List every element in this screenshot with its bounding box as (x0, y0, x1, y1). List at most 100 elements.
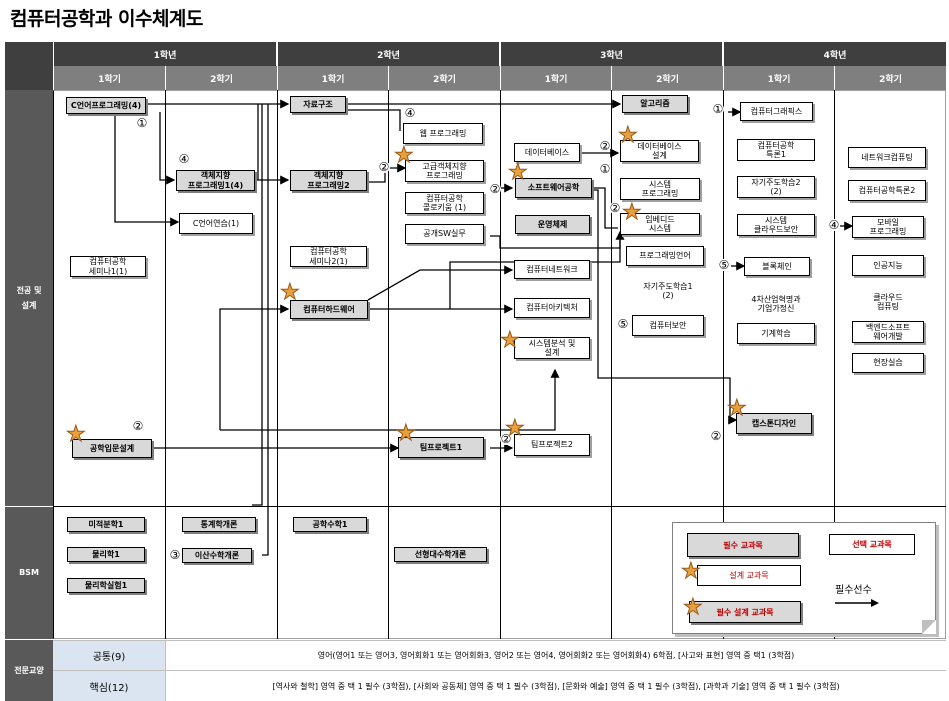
course-oop1[interactable]: 객체지향 프로그래밍1(4) (176, 170, 255, 191)
design-star-icon: ★ (505, 416, 526, 441)
design-star-icon: ★ (500, 328, 521, 353)
credit-marker: ② (500, 432, 512, 446)
grid-separator (53, 506, 946, 507)
course-database[interactable]: 데이터베이스 (514, 143, 580, 162)
design-star-icon: ★ (396, 421, 417, 446)
course-computer-network[interactable]: 컴퓨터네트워크 (514, 260, 590, 279)
bsm-discrete-math[interactable]: 이산수학개론 (182, 548, 252, 563)
course-open-sw[interactable]: 공개SW실무 (405, 224, 484, 244)
course-computer-graphics[interactable]: 컴퓨터그래픽스 (740, 102, 813, 121)
course-web-programming[interactable]: 웹 프로그래밍 (403, 123, 483, 144)
legend-required-design: 필수 설계 교과목 (689, 601, 801, 623)
bsm-linear-algebra[interactable]: 선형대수학개론 (394, 547, 487, 562)
row-label-bsm: BSM (5, 507, 53, 639)
course-machine-learning[interactable]: 기계학습 (737, 323, 815, 344)
design-star-icon: ★ (394, 143, 415, 168)
legend-required: 필수 교과목 (687, 533, 799, 557)
course-field-practice[interactable]: 현장실습 (852, 353, 924, 373)
legend-star-icon: ★ (683, 595, 704, 620)
course-ai[interactable]: 인공지능 (852, 255, 924, 276)
course-blockchain[interactable]: 블록체인 (744, 257, 810, 276)
grid-line (165, 90, 166, 639)
credit-marker: ③ (169, 548, 181, 562)
course-operating-systems[interactable]: 운영체제 (515, 215, 590, 234)
course-embedded-systems[interactable]: 임베디드 시스템 (620, 213, 700, 235)
course-capstone-design[interactable]: 캡스톤디자인 (736, 413, 812, 434)
course-system-analysis[interactable]: 시스템분석 및 설계 (514, 337, 590, 359)
credit-marker: ④ (404, 106, 416, 120)
course-algorithms[interactable]: 알고리즘 (622, 95, 688, 113)
credit-marker: ② (609, 201, 621, 215)
course-cs-colloquium[interactable]: 컴퓨터공학 콜로키움 (1) (405, 192, 484, 214)
course-advanced-oop[interactable]: 고급객체지향 프로그래밍 (405, 160, 484, 182)
bsm-physics-lab[interactable]: 물리학실험1 (67, 578, 145, 593)
credit-marker: ① (712, 102, 724, 116)
course-industry4[interactable]: 4차산업혁명과 기업가정신 (737, 292, 815, 316)
semester-header: 2학기 (834, 66, 946, 90)
grid-line (388, 90, 389, 639)
legend-elective: 선택 교과목 (829, 534, 915, 555)
credit-marker: ② (378, 160, 390, 174)
credit-marker: ④ (828, 218, 840, 232)
legend-fold-corner (922, 620, 936, 634)
credit-marker: ④ (178, 152, 190, 166)
year-header-4: 4학년 (723, 42, 946, 66)
course-backend-development[interactable]: 백엔드소프트 웨어개발 (852, 321, 924, 343)
course-oop2[interactable]: 객체지향 프로그래밍2 (290, 170, 367, 191)
credit-marker: ② (599, 139, 611, 153)
credit-marker: ⑤ (617, 317, 629, 331)
year-header-3: 3학년 (500, 42, 722, 66)
general-common-text: 영어(영어1 또는 영어3, 영어회화1 또는 영어회화3, 영어2 또는 영어… (165, 640, 946, 670)
course-mobile-programming[interactable]: 모바일 프로그래밍 (852, 216, 924, 238)
credit-marker: ② (132, 419, 144, 433)
credit-marker: ⑤ (718, 258, 730, 272)
bsm-engineering-math[interactable]: 공학수학1 (293, 517, 367, 532)
semester-header: 2학기 (611, 66, 723, 90)
semester-header: 1학기 (277, 66, 388, 90)
corner-header-2 (5, 66, 53, 90)
course-engineering-design[interactable]: 공학입문설계 (72, 439, 152, 458)
course-cs-seminar1[interactable]: 컴퓨터공학 세미나1(1) (70, 256, 146, 277)
course-c-practice[interactable]: C언어연습(1) (179, 213, 253, 234)
course-software-engineering[interactable]: 소프트웨어공학 (515, 178, 592, 198)
credit-marker: ② (710, 429, 722, 443)
semester-header: 2학기 (388, 66, 500, 90)
course-cs-seminar2[interactable]: 컴퓨터공학 세미나2(1) (290, 246, 367, 267)
page-title: 컴퓨터공학과 이수체계도 (10, 8, 203, 30)
course-data-structures[interactable]: 자료구조 (290, 96, 346, 113)
grid-line (723, 90, 724, 639)
bsm-calculus[interactable]: 미적분학1 (67, 517, 145, 532)
course-self-study1[interactable]: 자기주도학습1 (2) (626, 279, 710, 303)
grid-line (611, 90, 612, 639)
course-cs-topics2[interactable]: 컴퓨터공학특론2 (848, 180, 926, 201)
course-programming-languages[interactable]: 프로그래밍언어 (626, 246, 704, 266)
legend-design: 설계 교과목 (697, 565, 801, 586)
course-cloud-computing[interactable]: 클라우드 컴퓨팅 (852, 291, 924, 313)
credit-marker: ① (599, 162, 611, 176)
design-star-icon: ★ (508, 160, 529, 185)
course-self-study2[interactable]: 자기주도학습2 (2) (737, 176, 815, 198)
course-cloud-security[interactable]: 시스템 클라우드보안 (737, 214, 815, 236)
row-label-major: 전공 및 설계 (5, 90, 53, 506)
bsm-physics[interactable]: 물리학1 (67, 547, 145, 562)
grid-line (277, 90, 278, 639)
course-c-programming[interactable]: C언어프로그래밍(4) (66, 97, 146, 114)
course-network-computing[interactable]: 네트워크컴퓨팅 (848, 147, 926, 168)
course-computer-security[interactable]: 컴퓨터보안 (632, 315, 704, 336)
legend: 필수 교과목 선택 교과목 설계 교과목 ★ 필수 설계 교과목 ★ 필수선수 (672, 522, 936, 634)
general-core-label: 핵심(12) (53, 670, 165, 701)
course-team-project2[interactable]: 팀프로젝트2 (514, 434, 590, 456)
course-computer-architecture[interactable]: 컴퓨터아키텍처 (514, 298, 590, 318)
course-cs-topics1[interactable]: 컴퓨터공학 특론1 (737, 139, 815, 161)
course-computer-hardware[interactable]: 컴퓨터하드웨어 (290, 300, 368, 319)
course-db-design[interactable]: 데이터베이스 설계 (620, 140, 699, 162)
design-star-icon: ★ (280, 280, 301, 305)
design-star-icon: ★ (622, 200, 643, 225)
bsm-statistics[interactable]: 통계학개론 (182, 517, 256, 532)
semester-header: 1학기 (500, 66, 611, 90)
general-core-text: [역사와 철학] 영역 중 택 1 필수 (3학점), [사회와 공동체] 영역… (165, 670, 946, 701)
semester-header: 1학기 (54, 66, 165, 90)
course-system-programming[interactable]: 시스템 프로그래밍 (620, 178, 700, 200)
row-label-general: 전문교양 (5, 640, 53, 701)
